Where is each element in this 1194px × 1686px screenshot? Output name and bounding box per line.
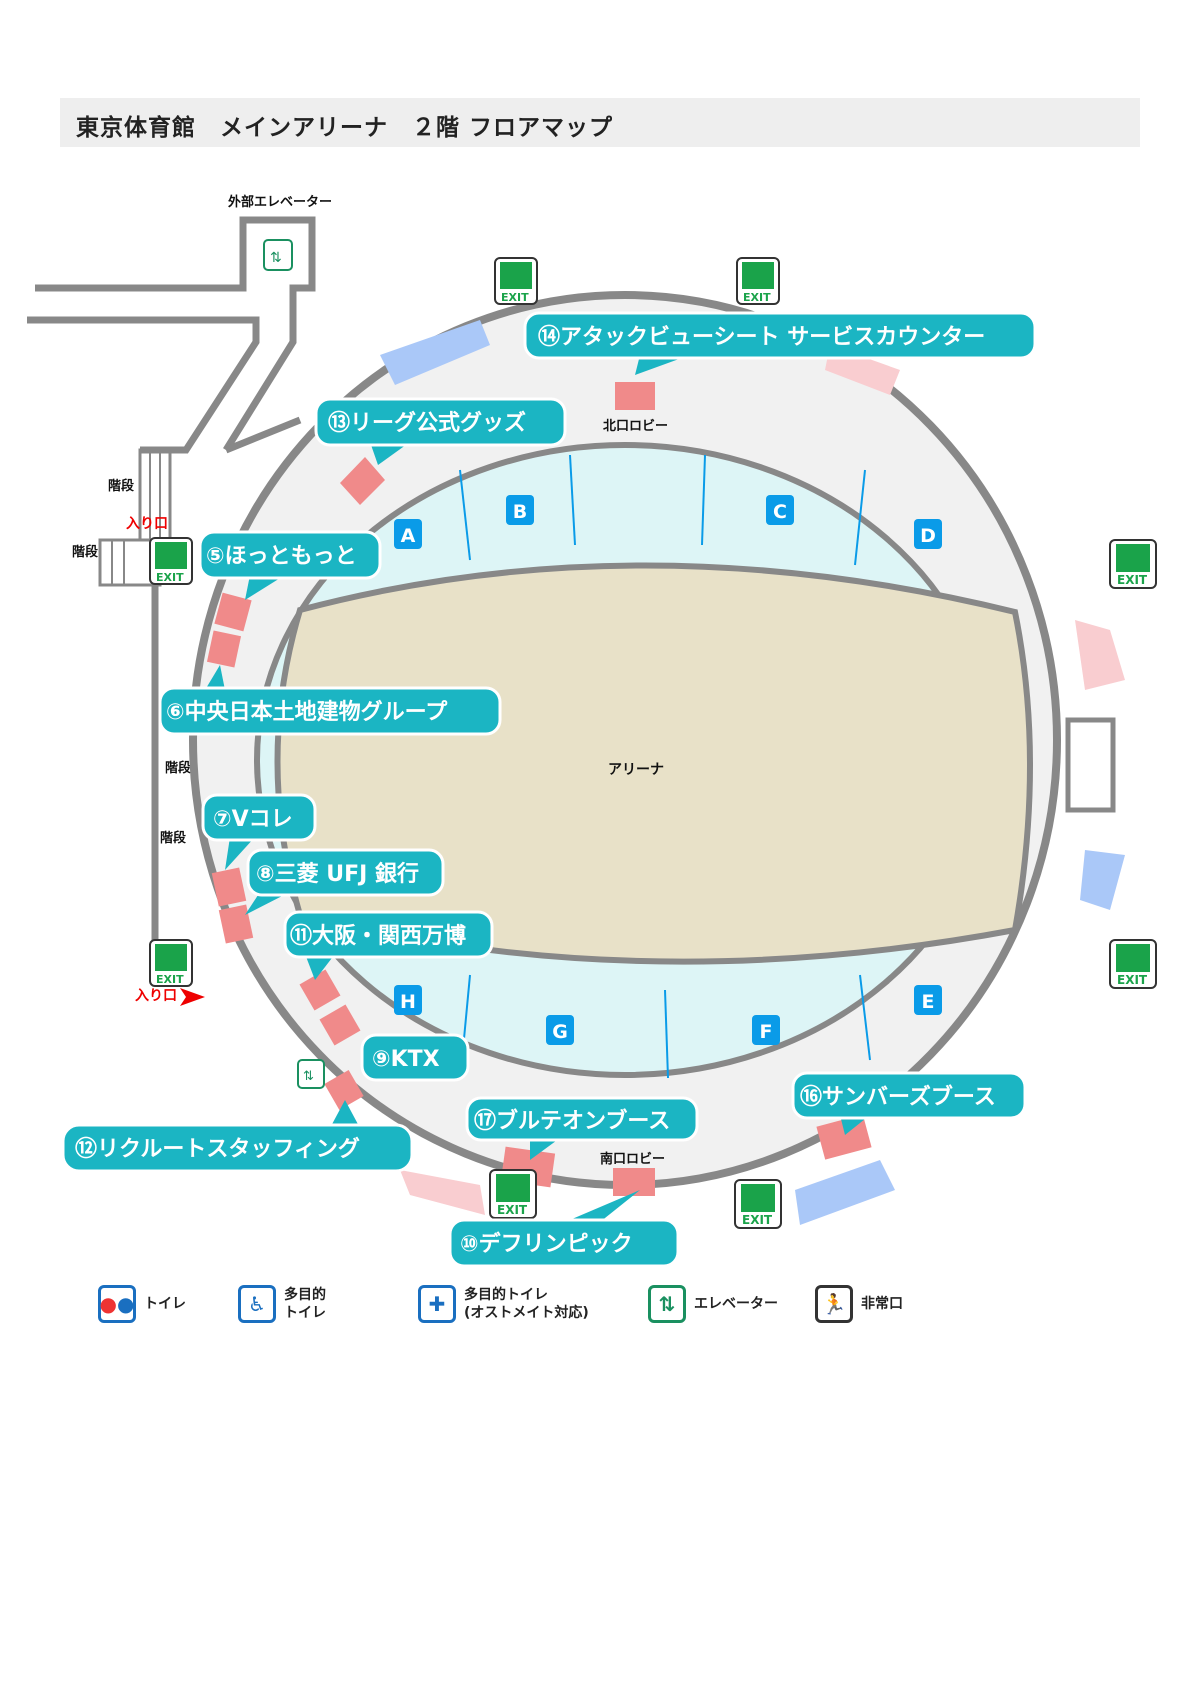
exit-sign: EXIT	[1109, 539, 1157, 589]
exit-sign: EXIT	[489, 1169, 537, 1219]
title-bar: 東京体育館 メインアリーナ ２階 フロアマップ	[60, 98, 1140, 147]
svg-text:EXIT: EXIT	[497, 1203, 528, 1217]
restroom-zone	[795, 1160, 895, 1225]
svg-text:EXIT: EXIT	[1117, 973, 1148, 987]
legend-elevator: ⇅ エレベーター	[648, 1285, 778, 1323]
svg-text:F: F	[760, 1021, 773, 1043]
svg-text:B: B	[513, 501, 527, 523]
elevator-icon: ⇅	[263, 239, 293, 271]
svg-text:⑬リーグ公式グッズ: ⑬リーグ公式グッズ	[328, 410, 526, 436]
svg-text:⇅: ⇅	[303, 1069, 314, 1084]
legend-label: 非常口	[861, 1296, 903, 1312]
svg-text:⑧三菱 UFJ 銀行: ⑧三菱 UFJ 銀行	[256, 861, 419, 887]
stairs-label: 階段	[72, 544, 98, 560]
seat-block-E: E	[914, 985, 942, 1015]
east-annex	[1065, 717, 1116, 813]
exit-sign: EXIT	[149, 537, 193, 585]
callout-booth-17[interactable]: ⑰ブルテオンブース	[465, 1096, 699, 1160]
svg-text:⑯サンバーズブース: ⑯サンバーズブース	[800, 1084, 996, 1110]
svg-text:EXIT: EXIT	[501, 291, 529, 304]
svg-text:H: H	[400, 991, 416, 1013]
exit-sign: EXIT	[1109, 939, 1157, 989]
external-elevator-label: 外部エレベーター	[227, 194, 332, 210]
legend-label: エレベーター	[694, 1296, 778, 1312]
svg-text:⑦Vコレ: ⑦Vコレ	[213, 807, 293, 832]
restroom-zone	[380, 320, 490, 385]
svg-text:E: E	[922, 991, 935, 1013]
entrance-label: 入り口	[135, 988, 177, 1004]
svg-text:G: G	[552, 1021, 568, 1043]
callout-booth-16[interactable]: ⑯サンバーズブース	[791, 1071, 1027, 1135]
wheelchair-icon: ♿	[238, 1285, 276, 1323]
exit-sign: EXIT	[494, 257, 538, 305]
arena-label: アリーナ	[608, 762, 664, 778]
callout-booth-13[interactable]: ⑬リーグ公式グッズ	[314, 397, 567, 465]
page-title: 東京体育館 メインアリーナ ２階 フロアマップ	[76, 115, 614, 141]
svg-text:⑤ほっともっと: ⑤ほっともっと	[206, 544, 357, 569]
entrance-arrow-icon	[180, 988, 205, 1006]
svg-text:⑭アタックビューシート サービスカウンター: ⑭アタックビューシート サービスカウンター	[538, 324, 985, 350]
svg-text:⇅: ⇅	[270, 250, 282, 266]
legend-restroom: ●● トイレ	[98, 1285, 186, 1323]
restroom-icon: ●●	[98, 1285, 136, 1323]
svg-text:EXIT: EXIT	[742, 1213, 773, 1227]
legend-ostomate-toilet: ✚ 多目的トイレ (オストメイト対応)	[418, 1285, 589, 1323]
seat-block-B: B	[506, 495, 534, 525]
callout-booth-14[interactable]: ⑭アタックビューシート サービスカウンター	[523, 311, 1037, 375]
svg-text:⑥中央日本土地建物グループ: ⑥中央日本土地建物グループ	[166, 699, 448, 725]
callout-booth-6[interactable]: ⑥中央日本土地建物グループ	[158, 665, 502, 736]
svg-text:⑨KTX: ⑨KTX	[372, 1047, 440, 1072]
seat-block-G: G	[546, 1015, 574, 1045]
callout-booth-11[interactable]: ⑪大阪・関西万博	[283, 910, 494, 980]
legend-exit: 🏃 非常口	[815, 1285, 903, 1323]
elevator-icon: ⇅	[648, 1285, 686, 1323]
seat-dividers	[459, 454, 871, 1079]
exit-icon: 🏃	[815, 1285, 853, 1323]
north-lobby-label: 北口ロビー	[603, 418, 668, 434]
restroom-zone	[400, 1170, 485, 1215]
svg-text:EXIT: EXIT	[156, 571, 184, 584]
callout-booth-12[interactable]: ⑫リクルートスタッフィング	[61, 1100, 414, 1173]
legend-label: 多目的 トイレ	[284, 1287, 326, 1321]
callout-booth-8[interactable]: ⑧三菱 UFJ 銀行	[245, 848, 445, 915]
south-lobby-label: 南口ロビー	[600, 1151, 665, 1167]
exit-sign: EXIT	[736, 257, 780, 305]
seat-block-H: H	[394, 985, 422, 1015]
svg-text:EXIT: EXIT	[1117, 573, 1148, 587]
svg-text:⑩デフリンピック: ⑩デフリンピック	[460, 1231, 633, 1257]
legend-accessible-toilet: ♿ 多目的 トイレ	[238, 1285, 326, 1323]
legend-label: 多目的トイレ (オストメイト対応)	[464, 1287, 589, 1321]
svg-text:EXIT: EXIT	[156, 973, 184, 986]
seat-block-D: D	[914, 519, 942, 549]
restroom-zone	[1080, 850, 1125, 910]
svg-text:⑫リクルートスタッフィング: ⑫リクルートスタッフィング	[75, 1136, 360, 1162]
svg-text:C: C	[773, 501, 787, 523]
seat-block-A: A	[394, 519, 422, 549]
svg-text:⑪大阪・関西万博: ⑪大阪・関西万博	[290, 923, 466, 949]
exit-sign: EXIT	[149, 939, 193, 987]
ostomate-icon: ✚	[418, 1285, 456, 1323]
restroom-zone	[1075, 620, 1125, 690]
stairs-label: 階段	[160, 830, 186, 846]
seat-block-F: F	[752, 1015, 780, 1045]
legend-label: トイレ	[144, 1296, 186, 1312]
stairs-label: 階段	[165, 760, 191, 776]
entrance-label: 入り口	[126, 516, 168, 532]
callout-booth-5[interactable]: ⑤ほっともっと	[198, 530, 382, 600]
svg-text:D: D	[920, 525, 936, 547]
booth-locations	[206, 382, 872, 1196]
seat-block-C: C	[766, 495, 794, 525]
callout-booth-10[interactable]: ⑩デフリンピック	[448, 1190, 680, 1268]
svg-text:A: A	[401, 525, 416, 547]
svg-text:⑰ブルテオンブース: ⑰ブルテオンブース	[474, 1108, 670, 1134]
stairs-label: 階段	[108, 478, 134, 494]
callout-booth-7[interactable]: ⑦Vコレ	[201, 793, 317, 870]
exit-sign: EXIT	[734, 1179, 782, 1229]
callout-booth-9[interactable]: ⑨KTX	[360, 1033, 470, 1082]
svg-text:EXIT: EXIT	[743, 291, 771, 304]
elevator-icon: ⇅	[297, 1059, 325, 1089]
